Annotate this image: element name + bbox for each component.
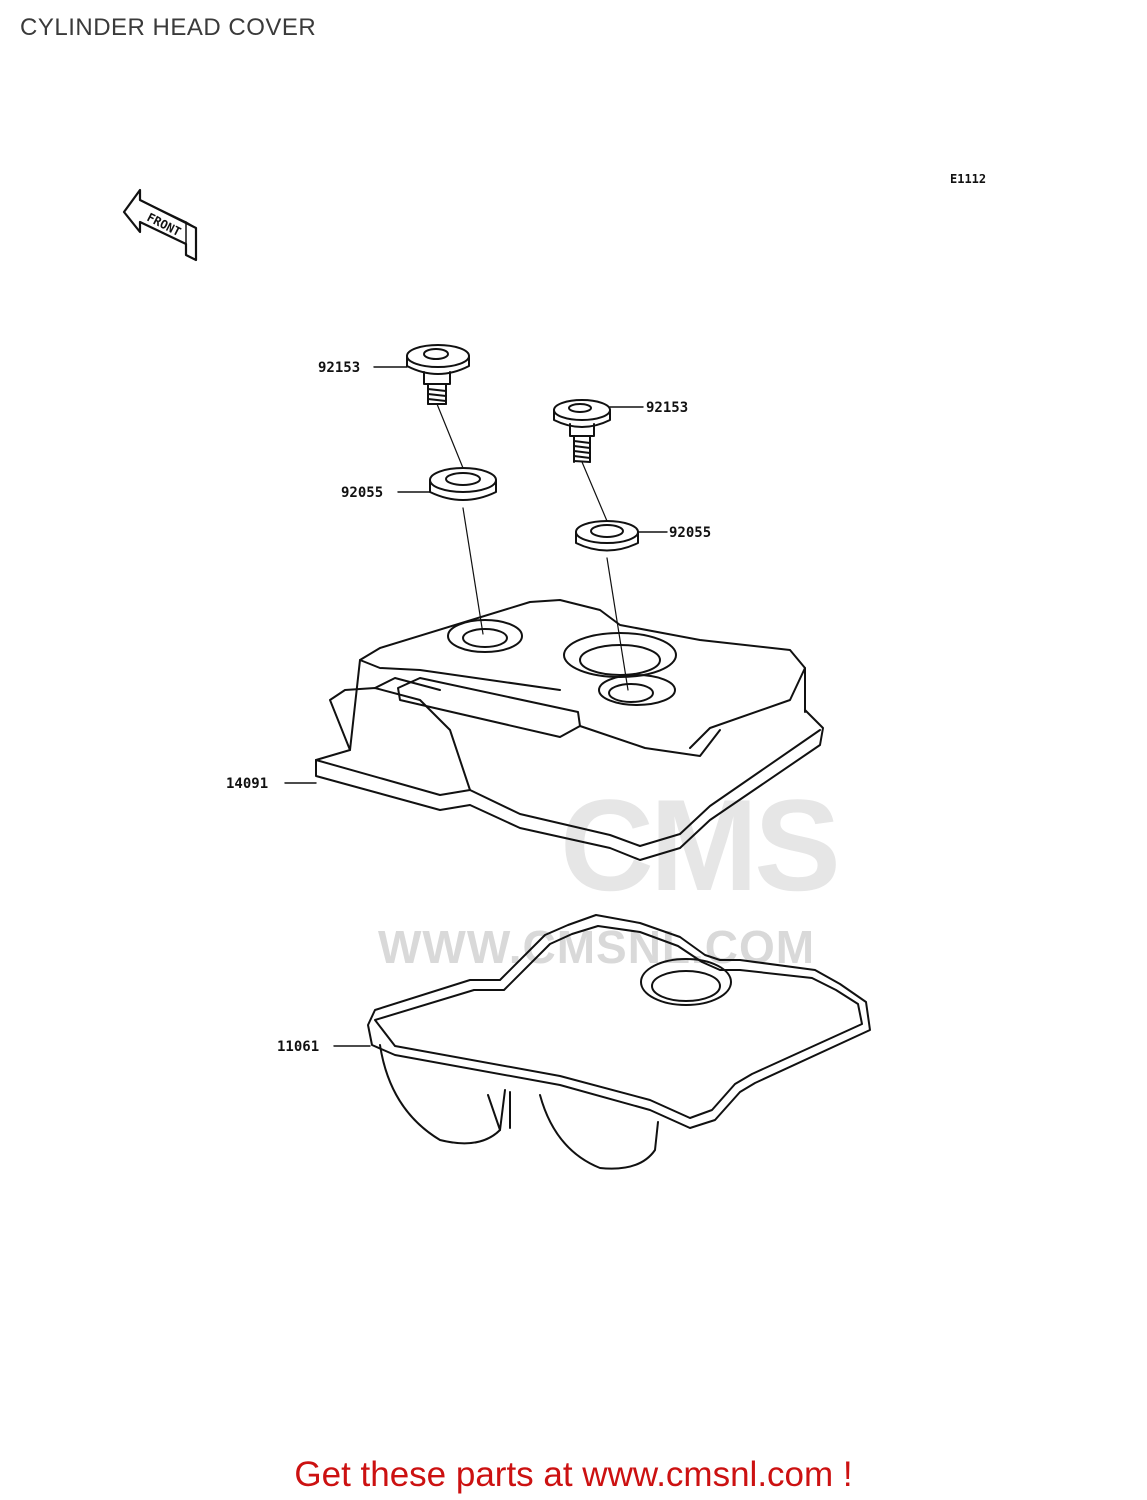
washer-right-drawing — [575, 520, 639, 552]
get-parts-link[interactable]: Get these parts at www.cmsnl.com ! — [294, 1455, 853, 1494]
washer-left-drawing — [429, 467, 497, 501]
part-label-bolt-left[interactable]: 92153 — [318, 360, 361, 376]
part-label-washer-left[interactable]: 92055 — [341, 485, 384, 501]
bolt-right-drawing — [553, 399, 611, 463]
bolt-left-drawing — [406, 344, 470, 405]
part-label-washer-right[interactable]: 92055 — [669, 525, 712, 541]
part-label-cover[interactable]: 14091 — [226, 776, 269, 792]
gasket-drawing — [367, 914, 871, 1170]
part-label-bolt-right[interactable]: 92153 — [646, 400, 689, 416]
leader-lines — [284, 366, 668, 1047]
watermark-logo: CMS — [560, 772, 841, 918]
part-label-gasket[interactable]: 11061 — [277, 1039, 320, 1055]
diagram-code: E1112 — [950, 172, 987, 186]
watermark-url: WWW.CMSNL.COM — [378, 921, 816, 973]
cover-drawing — [315, 599, 824, 861]
front-label: FRONT — [145, 210, 184, 239]
front-direction-arrow-icon: FRONT — [122, 188, 198, 262]
page-title: CYLINDER HEAD COVER — [20, 14, 317, 41]
